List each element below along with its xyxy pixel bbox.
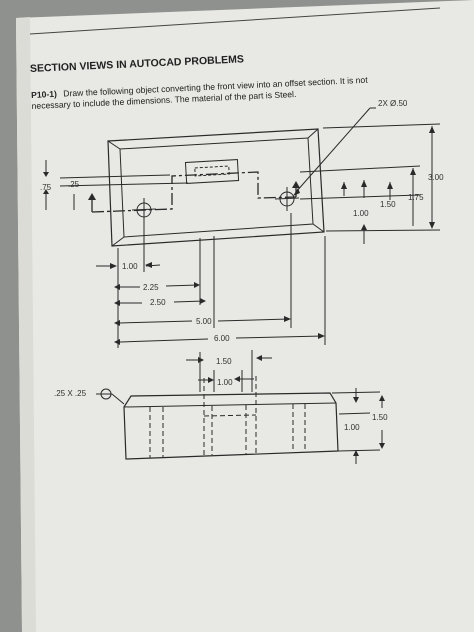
dim-right-100: 1.00 [353, 209, 369, 218]
dim-bottom-250: 2.50 [150, 298, 166, 307]
front-view [96, 350, 385, 464]
slot-hidden [194, 165, 230, 177]
hole-callout: 2X Ø.50 [378, 99, 408, 108]
dim-bottom-225: 2.25 [143, 283, 159, 292]
dim-side-150: 1.50 [372, 413, 388, 422]
dim-right-175: 1.75 [408, 193, 424, 202]
paper-margin-shadow [16, 17, 36, 632]
dim-left-075: .75 [40, 183, 52, 192]
dim-side-100: 1.00 [344, 423, 360, 432]
dim-bottom-600: 6.00 [214, 334, 230, 343]
slot-outline [184, 159, 240, 184]
dim-top-150: 1.50 [216, 357, 232, 366]
problem-number: P10-1) [31, 89, 57, 100]
dim-top-100: 1.00 [217, 378, 233, 387]
cutting-plane-line [91, 171, 297, 213]
dim-bottom-100: 1.00 [122, 262, 138, 271]
dim-right-300: 3.00 [428, 173, 444, 182]
dim-right-150: 1.50 [380, 200, 396, 209]
paper-sheet [16, 0, 474, 632]
top-view [43, 107, 441, 348]
dim-left-025: .25 [68, 180, 80, 189]
dim-bottom-500: 5.00 [196, 317, 212, 326]
chamfer-callout: .25 X .25 [54, 389, 87, 398]
header-rule [29, 7, 441, 35]
